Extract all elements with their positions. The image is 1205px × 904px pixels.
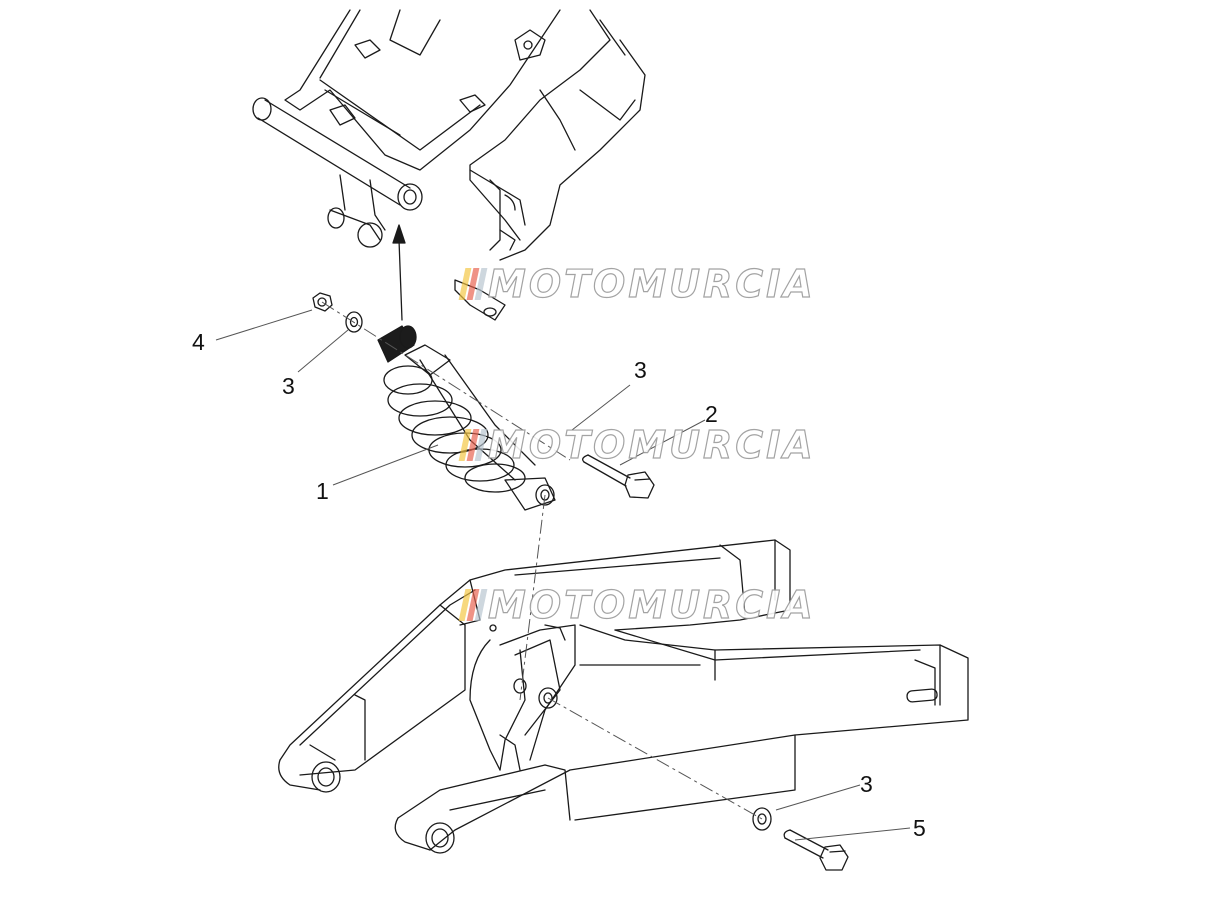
- callout-label-5: 5: [913, 815, 926, 841]
- washer-part-3-bottom: [752, 807, 772, 831]
- callout-label-3-middle: 3: [634, 357, 647, 383]
- watermark-text: MOTOMURCIA: [487, 261, 816, 306]
- nut-part-4: [312, 292, 333, 312]
- bolt-part-5: [783, 829, 849, 871]
- callout-label-3-bottom: 3: [860, 771, 873, 797]
- callout-leaders: [215, 309, 911, 841]
- callout-label-4: 4: [192, 329, 205, 355]
- watermark-logo-bottom: MOTOMURCIA: [458, 582, 816, 628]
- washer-part-3-top: [345, 311, 363, 333]
- watermark-text: MOTOMURCIA: [487, 422, 816, 467]
- watermark-flag-icon: [458, 429, 488, 461]
- watermark-flag-icon: [458, 589, 488, 621]
- watermark-flag-icon: [458, 268, 488, 300]
- watermark-text: MOTOMURCIA: [487, 582, 816, 627]
- bolt-part-2: [582, 454, 655, 499]
- mounting-arrow: [392, 224, 406, 321]
- callout-label-3-top: 3: [282, 373, 295, 399]
- callout-label-2: 2: [705, 401, 718, 427]
- assembly-center-lines: [321, 301, 763, 820]
- watermark-logo-top: MOTOMURCIA: [458, 261, 816, 307]
- shock-absorber-part-1: [377, 325, 556, 511]
- callout-label-1: 1: [316, 478, 329, 504]
- watermark-logo-middle: MOTOMURCIA: [458, 422, 816, 468]
- frame-section: [252, 9, 646, 321]
